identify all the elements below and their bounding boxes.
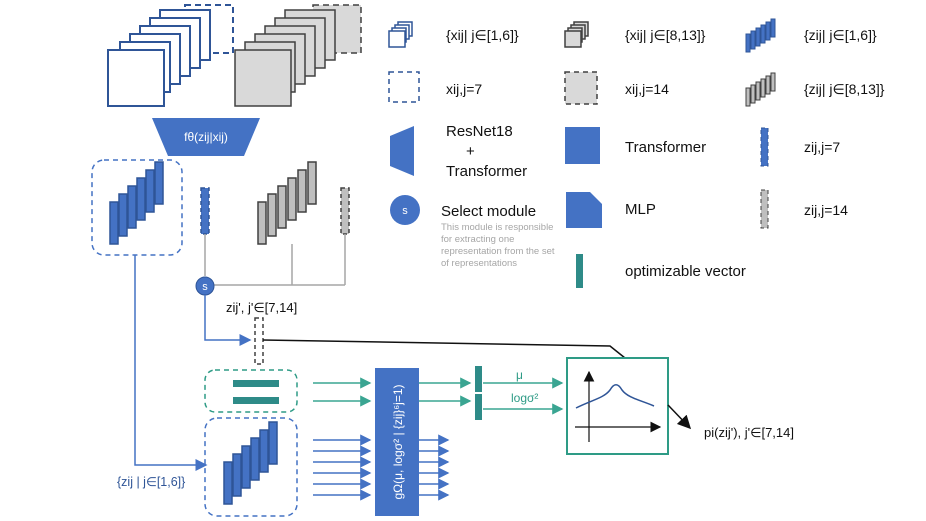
encoder-f-theta: fθ(zij|xij) [152, 118, 260, 156]
bottom-blue-z-stack [223, 421, 278, 505]
legend-z-1-6-icon [745, 18, 776, 53]
legend-select-text: Select module [441, 203, 536, 220]
select-connectors [204, 234, 346, 286]
blue-arrows-from-g [419, 434, 450, 501]
legend-x-14-icon [564, 71, 598, 105]
legend-x-1-6-icon [388, 21, 413, 48]
z7-vector [200, 187, 210, 235]
legend-x-1-6-text: {xij| j∈[1,6]} [446, 27, 519, 43]
legend-resnet-text-1: ResNet18 [446, 123, 513, 140]
teal-arrows-from-g [419, 377, 472, 407]
blue-z-stack [109, 161, 164, 245]
legend-z-7-icon [760, 127, 769, 167]
legend-x-7-icon [388, 71, 420, 103]
legend-z-8-13-text: {zij| j∈[8,13]} [804, 81, 885, 97]
output-label: pi(zij'), j'∈[7,14] [704, 425, 794, 440]
legend-optvec-text: optimizable vector [625, 263, 746, 280]
legend-z-8-13-icon [745, 72, 776, 107]
legend-select-icon: s [390, 195, 420, 225]
legend-optvec-icon [576, 254, 583, 288]
g-omega-block: gΩ(μ, logσ² | {zij}⁶j=1) [375, 368, 419, 516]
legend-select-desc-2: for extracting one [441, 234, 514, 245]
opt-vector-group [204, 369, 298, 413]
logsig-vector [475, 394, 482, 420]
z14-vector [340, 187, 350, 235]
density-plot [566, 357, 669, 455]
legend-mlp-icon [566, 192, 602, 228]
z-set-to-bottom-arrow [134, 255, 208, 471]
legend-x-7-text: xij,j=7 [446, 81, 482, 97]
selected-vector [254, 317, 264, 365]
opt-vector-2 [233, 397, 279, 404]
z-set-group [91, 159, 183, 256]
legend-z-14-text: zij,j=14 [804, 202, 848, 218]
blue-image-stack [107, 4, 234, 107]
legend-transformer-icon [565, 127, 600, 164]
z-selected-label: zij', j'∈[7,14] [226, 300, 297, 315]
legend-x-14-text: xij,j=14 [625, 81, 669, 97]
encoder-label: fθ(zij|xij) [184, 130, 228, 144]
legend-z-1-6-text: {zij| j∈[1,6]} [804, 27, 877, 43]
legend-mlp-text: MLP [625, 201, 656, 218]
legend-transformer-text: Transformer [625, 139, 706, 156]
g-block-label: gΩ(μ, logσ² | {zij}⁶j=1) [391, 384, 405, 499]
legend-select-desc-3: representation from the set [441, 246, 555, 257]
legend-resnet-text-2: + [466, 143, 475, 160]
select-module: s [195, 276, 215, 296]
logsig-label: logσ² [511, 391, 538, 405]
blue-arrows-to-g [313, 434, 372, 501]
selected-to-density-line [262, 339, 626, 359]
mu-vector [475, 366, 482, 392]
opt-vector-1 [233, 380, 279, 387]
legend-z-14-icon [760, 189, 769, 229]
legend-select-letter: s [402, 205, 408, 217]
params-to-density-arrows [483, 377, 564, 415]
teal-arrows-to-g [313, 377, 372, 407]
legend-x-8-13-text: {xij| j∈[8,13]} [625, 27, 706, 43]
gray-image-stack [234, 4, 362, 107]
z-set-bottom-label: {zij | j∈[1,6]} [117, 475, 185, 489]
output-arrow [667, 404, 692, 430]
gray-z-stack [257, 161, 317, 245]
legend-select-desc-1: This module is responsible [441, 222, 553, 233]
select-letter: s [202, 281, 208, 293]
legend-select-desc-4: of representations [441, 258, 517, 269]
legend-x-8-13-icon [564, 21, 589, 48]
mu-label: μ [516, 368, 523, 382]
select-arrow [204, 295, 252, 346]
legend-resnet-icon [390, 126, 414, 176]
legend-z-7-text: zij,j=7 [804, 139, 840, 155]
legend-resnet-text-3: Transformer [446, 163, 527, 180]
